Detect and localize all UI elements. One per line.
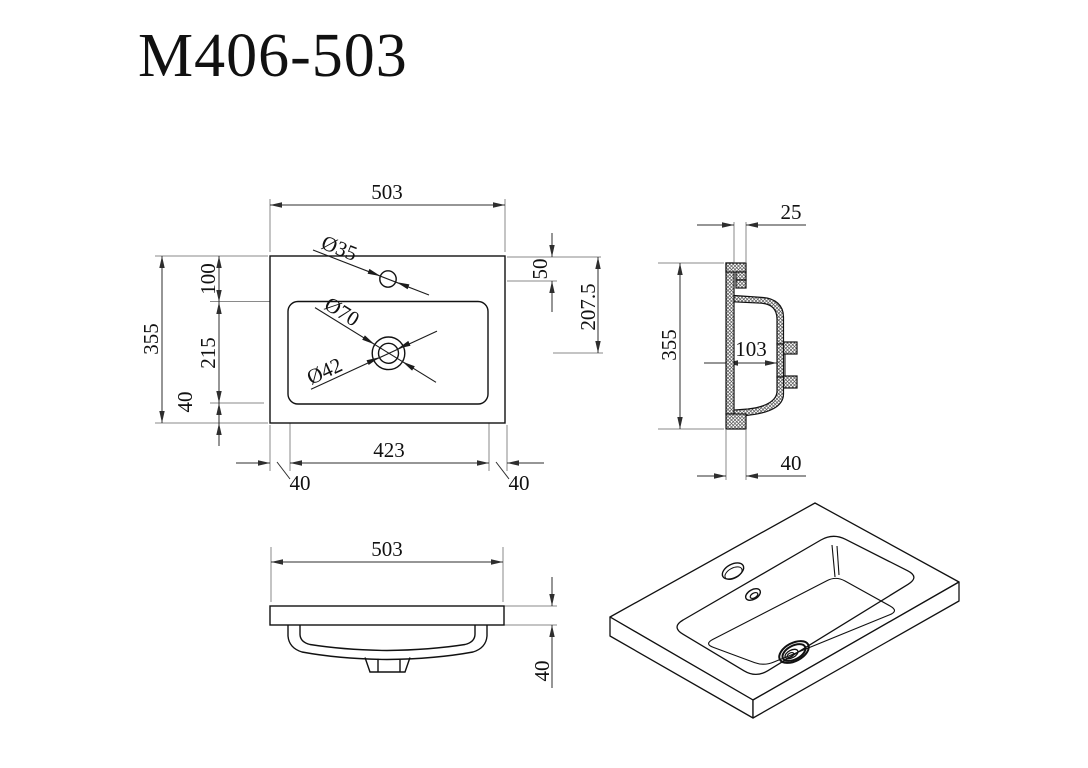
dim-depth-total: 355 [139,323,163,355]
dim-side-depth: 355 [657,329,681,361]
dim-edge-height: 40 [781,451,802,475]
iso-basin-rim [676,535,915,676]
isometric-view [609,502,960,719]
iso-drain [778,640,810,664]
dim-seg-top: 100 [196,263,220,295]
top-view: 503 355 100 215 40 423 40 40 50 207.5 Ø3… [139,180,603,495]
drain-outer-circle [371,336,406,371]
iso-back-corner-edge-1 [831,544,836,578]
section-step-1 [735,271,747,281]
dim-edge-right: 40 [509,471,530,495]
iso-overflow-hole [744,588,762,601]
dim-edge-left: 40 [290,471,311,495]
section-step-2 [735,279,747,289]
basin-outline [287,300,489,405]
side-view-extension-lines [658,222,747,480]
section-top-flange [725,262,747,273]
front-view-geometry [269,605,505,673]
drain-inner-circle [377,342,400,364]
front-view: 503 40 [269,537,557,688]
section-drain-stub-top [782,341,798,355]
front-bowl-inner [299,625,476,652]
front-slab [269,605,505,626]
drawing-title: M406-503 [138,22,408,90]
top-view-geometry [269,255,506,424]
front-bowl-outer [287,625,488,661]
dim-rim-thickness: 25 [781,200,802,224]
iso-basin-floor [708,577,896,665]
dim-faucet-offset: 50 [528,259,552,280]
faucet-hole [379,270,397,288]
section-bowl-bottom [733,376,785,418]
iso-front-right-face [752,581,960,719]
front-view-dimension-lines [271,559,555,688]
iso-back-corner-edge-2 [836,545,840,576]
side-section-view: 25 355 103 40 [657,200,806,480]
section-drain-stub-bottom [782,375,798,389]
iso-top-face [609,502,960,701]
dim-seg-mid: 215 [196,337,220,369]
side-view-section-geometry [725,262,798,430]
dim-bowl-depth: 103 [735,337,767,361]
diameter-arrows [362,268,415,371]
front-view-extension-lines [270,547,557,626]
dim-seg-bottom: 40 [173,392,197,413]
top-view-dimension-lines [159,202,601,480]
section-bottom-flange [725,413,747,430]
dim-top-width: 503 [371,180,403,204]
section-back-wall [725,262,735,415]
dim-basin-width: 423 [373,438,405,462]
iso-faucet-hole [721,562,745,580]
dim-slab-height: 40 [530,661,554,682]
dim-drain-offset: 207.5 [576,283,600,330]
section-bowl-wall [776,343,785,378]
front-drain-outer [364,657,411,673]
dim-front-width: 503 [371,537,403,561]
counter-outline [269,255,506,424]
